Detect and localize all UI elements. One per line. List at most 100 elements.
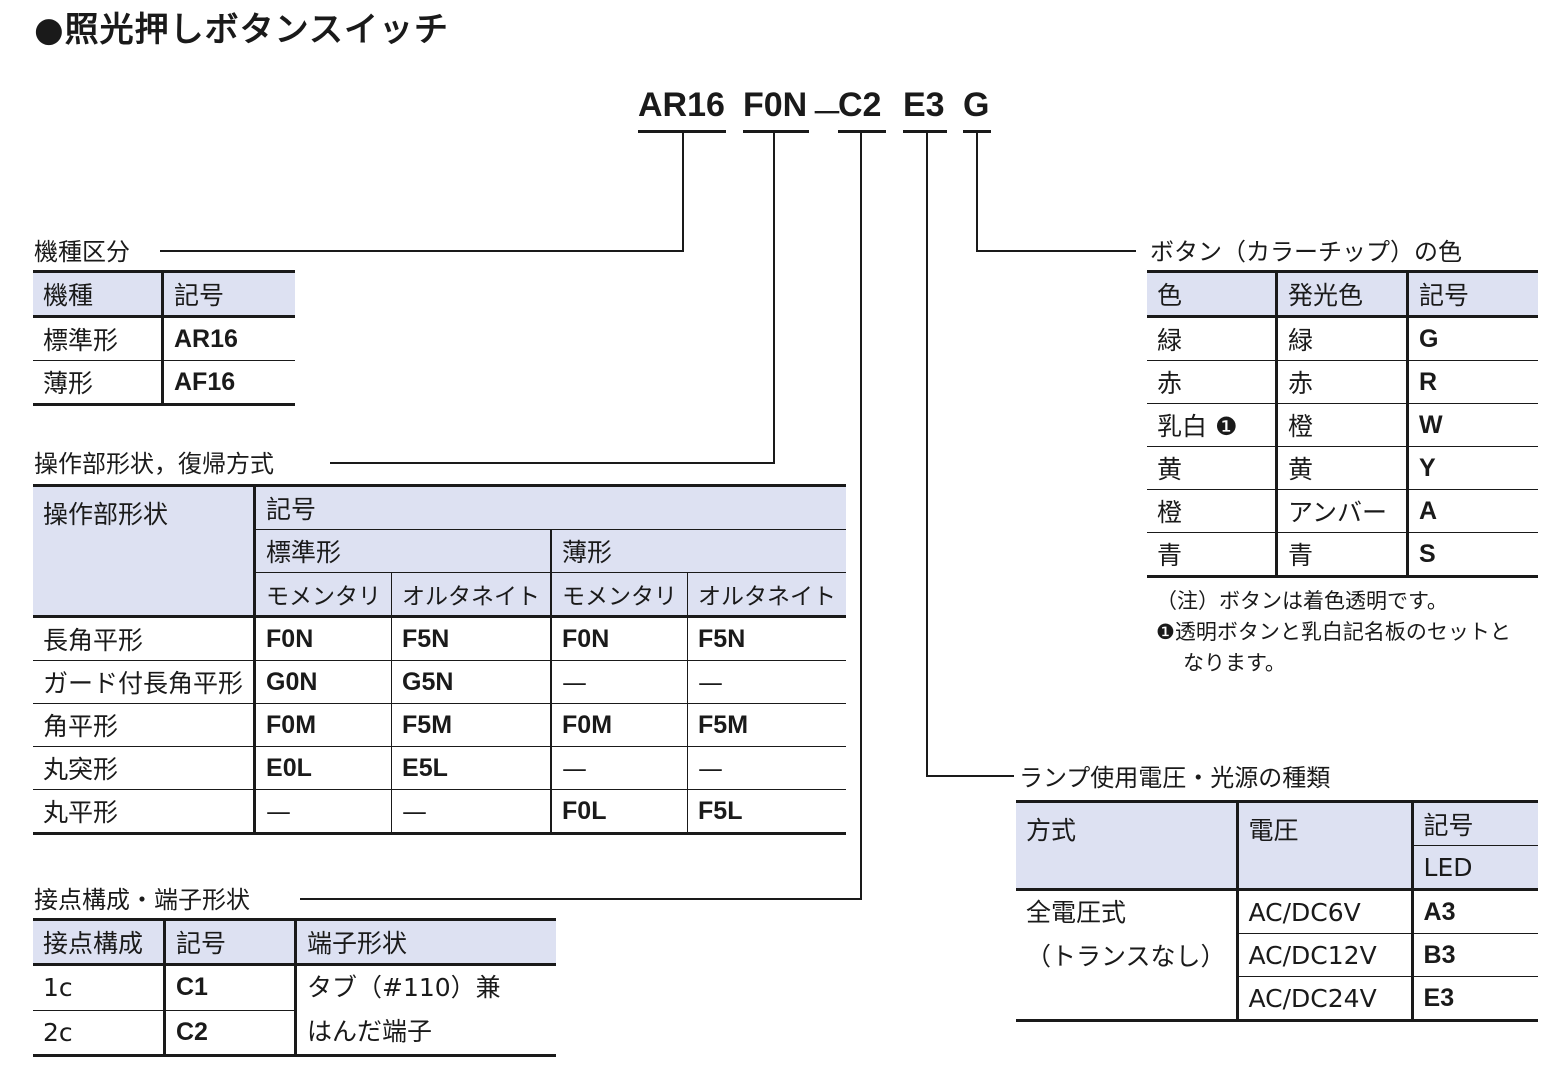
operator-shape: 角平形 (33, 703, 255, 747)
lamp-symbol: E3 (1410, 976, 1538, 1022)
operator-group-thin: 薄形 (550, 529, 847, 573)
lamp-table: 方式 電圧 記号 LED 全電圧式 （トランスなし） AC/DC6V A3 AC… (1016, 800, 1538, 1022)
operator-shape: 長角平形 (33, 616, 255, 661)
color-emission: 赤 (1275, 360, 1408, 404)
contact-symbol: C1 (163, 964, 296, 1011)
color-table: 色 発光色 記号 緑 緑 G 赤 赤 R 乳白 ❶ 橙 W 黄 黄 Y 橙 アン… (1147, 270, 1538, 578)
leader-color-v (976, 132, 978, 252)
color-header: 色 (1147, 270, 1277, 318)
contact-header: 端子形状 (294, 918, 556, 966)
contact-header: 接点構成 (33, 918, 165, 966)
operator-shape: 丸突形 (33, 746, 255, 790)
lamp-symbol-header: 記号 (1410, 800, 1538, 846)
color-emission: 青 (1275, 532, 1408, 578)
operator-symbol: — (550, 660, 688, 704)
color-symbol: Y (1406, 446, 1538, 490)
color-symbol: G (1406, 316, 1538, 361)
lamp-voltage-header: 電圧 (1235, 800, 1413, 891)
table-row: 2c C2 (33, 1010, 556, 1057)
color-symbol: S (1406, 532, 1538, 578)
contact-terminal-line1: タブ（#110）兼 (307, 973, 501, 1002)
lamp-symbol: B3 (1410, 933, 1538, 977)
operator-symbol: F5N (687, 616, 847, 661)
lamp-heading: ランプ使用電圧・光源の種類 (1019, 758, 1337, 793)
table-row: AC/DC12V B3 (1016, 933, 1538, 977)
contact-symbol: C2 (163, 1010, 296, 1057)
lamp-voltage: AC/DC24V (1235, 976, 1413, 1022)
operator-symbol: E5L (391, 746, 552, 790)
code-underline-lamp (903, 130, 947, 133)
table-row: 薄形 AF16 (33, 360, 295, 406)
leader-lamp-v (926, 132, 928, 777)
contact-config: 1c (33, 964, 165, 1011)
operator-sub-momentary: モメンタリ (550, 572, 688, 618)
leader-operator-v (773, 132, 775, 464)
code-dash: － (810, 95, 844, 133)
color-symbol: R (1406, 360, 1538, 404)
operator-symbol: G5N (391, 660, 552, 704)
table-row: 緑 緑 G (1147, 316, 1538, 361)
code-part-model: AR16 (638, 86, 725, 124)
color-button: 緑 (1147, 316, 1277, 361)
lamp-method-line1: 全電圧式 (1026, 898, 1127, 927)
color-note-3: なります。 (1183, 651, 1286, 675)
operator-symbol: F5N (391, 616, 552, 661)
operator-symbol: F0N (550, 616, 688, 661)
color-header: 記号 (1406, 270, 1538, 318)
model-type-header: 機種 (33, 270, 163, 318)
table-row: 丸突形 E0L E5L — — (33, 746, 847, 790)
operator-symbol: — (253, 789, 392, 835)
note-marker-icon: ❶ (1214, 412, 1238, 441)
operator-symbol: F5L (687, 789, 847, 835)
color-emission: 橙 (1275, 403, 1408, 447)
color-note-2: ❶透明ボタンと乳白記名板のセットと (1156, 620, 1511, 644)
operator-symbol: F0M (253, 703, 392, 747)
color-button: 青 (1147, 532, 1277, 578)
model-type-name: 薄形 (33, 360, 163, 406)
color-symbol: A (1406, 489, 1538, 533)
table-row: ガード付長角平形 G0N G5N — — (33, 660, 847, 704)
operator-symbol: — (550, 746, 688, 790)
lamp-method-header: 方式 (1016, 800, 1238, 891)
leader-operator-h (330, 462, 775, 464)
operator-symbol: F0L (550, 789, 688, 835)
color-emission: 緑 (1275, 316, 1408, 361)
model-type-table: 機種 記号 標準形 AR16 薄形 AF16 (33, 270, 295, 406)
operator-symbol: — (687, 746, 847, 790)
contact-terminal-line2: はんだ端子 (307, 1017, 433, 1046)
table-row: 角平形 F0M F5M F0M F5M (33, 703, 847, 747)
operator-symbol: — (687, 660, 847, 704)
color-button: 赤 (1147, 360, 1277, 404)
contact-config: 2c (33, 1010, 165, 1057)
operator-shape: 丸平形 (33, 789, 255, 835)
lamp-voltage: AC/DC6V (1235, 889, 1413, 934)
color-heading: ボタン（カラーチップ）の色 (1150, 232, 1468, 267)
operator-symbol: F0M (550, 703, 688, 747)
operator-heading: 操作部形状，復帰方式 (34, 444, 280, 479)
operator-symbol: F0N (253, 616, 392, 661)
code-part-operator: F0N (743, 86, 808, 124)
contact-terminal: タブ（#110）兼 はんだ端子 (294, 964, 556, 1057)
contact-header: 記号 (163, 918, 296, 966)
table-row: 1c C1 タブ（#110）兼 はんだ端子 (33, 964, 556, 1057)
operator-symbol: E0L (253, 746, 392, 790)
operator-shape: ガード付長角平形 (33, 660, 255, 704)
color-note-1: （注）ボタンは着色透明です。 (1156, 589, 1448, 613)
table-row: 青 青 S (1147, 532, 1538, 578)
color-button: 黄 (1147, 446, 1277, 490)
lamp-method-line2: （トランスなし） (1026, 942, 1226, 971)
leader-contact-v (860, 132, 862, 900)
operator-symbol: F5M (391, 703, 552, 747)
lamp-led-header: LED (1410, 845, 1538, 891)
leader-lamp-h (926, 775, 1014, 777)
operator-shape-header: 操作部形状 (33, 484, 255, 618)
operator-sub-alternate: オルタネイト (391, 572, 552, 618)
model-type-heading: 機種区分 (34, 232, 136, 267)
leader-model-h (160, 250, 684, 252)
leader-contact-h (300, 898, 862, 900)
color-header: 発光色 (1275, 270, 1408, 318)
lamp-method: 全電圧式 （トランスなし） (1016, 889, 1238, 1022)
table-row: AC/DC24V E3 (1016, 976, 1538, 1022)
model-type-symbol: AF16 (161, 360, 295, 406)
operator-sub-alternate: オルタネイト (687, 572, 847, 618)
